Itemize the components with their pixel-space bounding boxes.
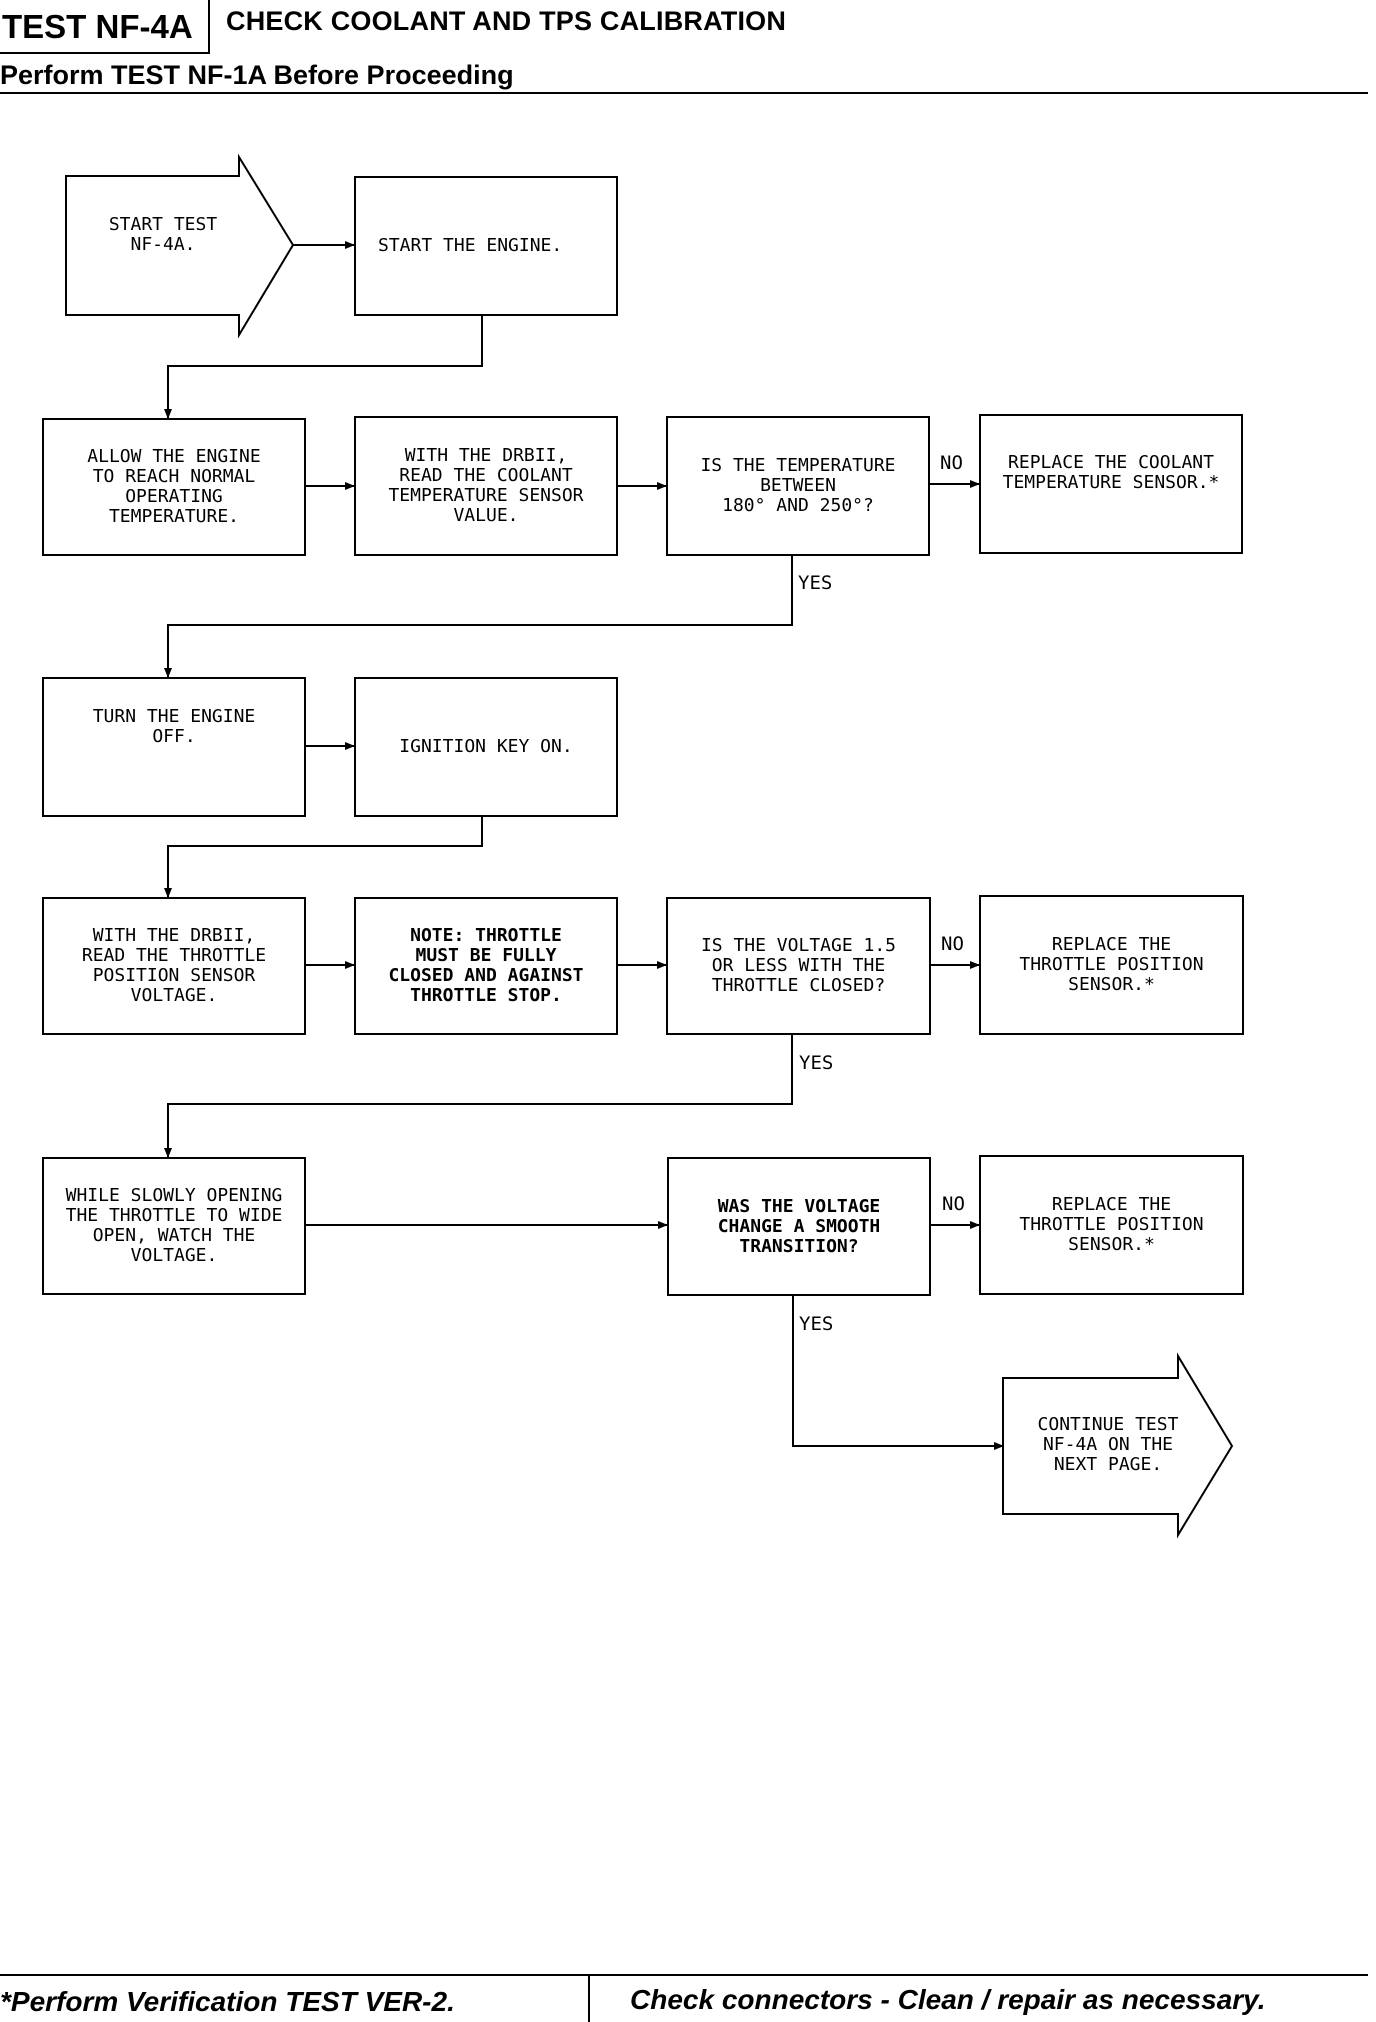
page-title: CHECK COOLANT AND TPS CALIBRATION [226, 6, 787, 36]
start-arrow-shape [65, 153, 295, 339]
page-subtitle: Perform TEST NF-1A Before Proceeding [0, 60, 514, 90]
footer-verification-note: *Perform Verification TEST VER-2. [0, 1986, 455, 2017]
throttle-note: NOTE: THROTTLE MUST BE FULLY CLOSED AND … [354, 897, 618, 1035]
yes-label: YES [799, 1313, 834, 1335]
yes-label: YES [799, 1052, 834, 1074]
ignition-key-on-step: IGNITION KEY ON. [354, 677, 618, 817]
continue-test-arrow: CONTINUE TEST NF-4A ON THE NEXT PAGE. [1037, 1414, 1179, 1475]
voltage-question: IS THE VOLTAGE 1.5 OR LESS WITH THE THRO… [666, 897, 931, 1035]
replace-tps-step: REPLACE THE THROTTLE POSITION SENSOR.* [979, 1155, 1244, 1295]
start-engine-step: START THE ENGINE. [354, 176, 618, 316]
no-label: NO [941, 933, 964, 955]
replace-tps-step: REPLACE THE THROTTLE POSITION SENSOR.* [979, 895, 1244, 1035]
start-test-arrow: START TEST NF-4A. [108, 214, 218, 255]
replace-coolant-sensor-step: REPLACE THE COOLANT TEMPERATURE SENSOR.* [979, 414, 1243, 554]
test-id: TEST NF-4A [0, 0, 210, 54]
no-label: NO [940, 452, 963, 474]
turn-engine-off-step: TURN THE ENGINE OFF. [42, 677, 306, 817]
slow-open-throttle-step: WHILE SLOWLY OPENING THE THROTTLE TO WID… [42, 1157, 306, 1295]
header-divider [0, 92, 1368, 94]
footer-separator [588, 1976, 590, 2022]
yes-label: YES [798, 572, 833, 594]
no-label: NO [942, 1193, 965, 1215]
read-tps-voltage-step: WITH THE DRBII, READ THE THROTTLE POSITI… [42, 897, 306, 1035]
footer-divider [0, 1974, 1368, 1976]
allow-engine-step: ALLOW THE ENGINE TO REACH NORMAL OPERATI… [42, 418, 306, 556]
footer-connectors-note: Check connectors - Clean / repair as nec… [630, 1984, 1266, 2015]
read-coolant-step: WITH THE DRBII, READ THE COOLANT TEMPERA… [354, 416, 618, 556]
temperature-question: IS THE TEMPERATURE BETWEEN 180° AND 250°… [666, 416, 930, 556]
continue-arrow-shape [1002, 1352, 1234, 1539]
smooth-transition-question: WAS THE VOLTAGE CHANGE A SMOOTH TRANSITI… [667, 1157, 931, 1296]
